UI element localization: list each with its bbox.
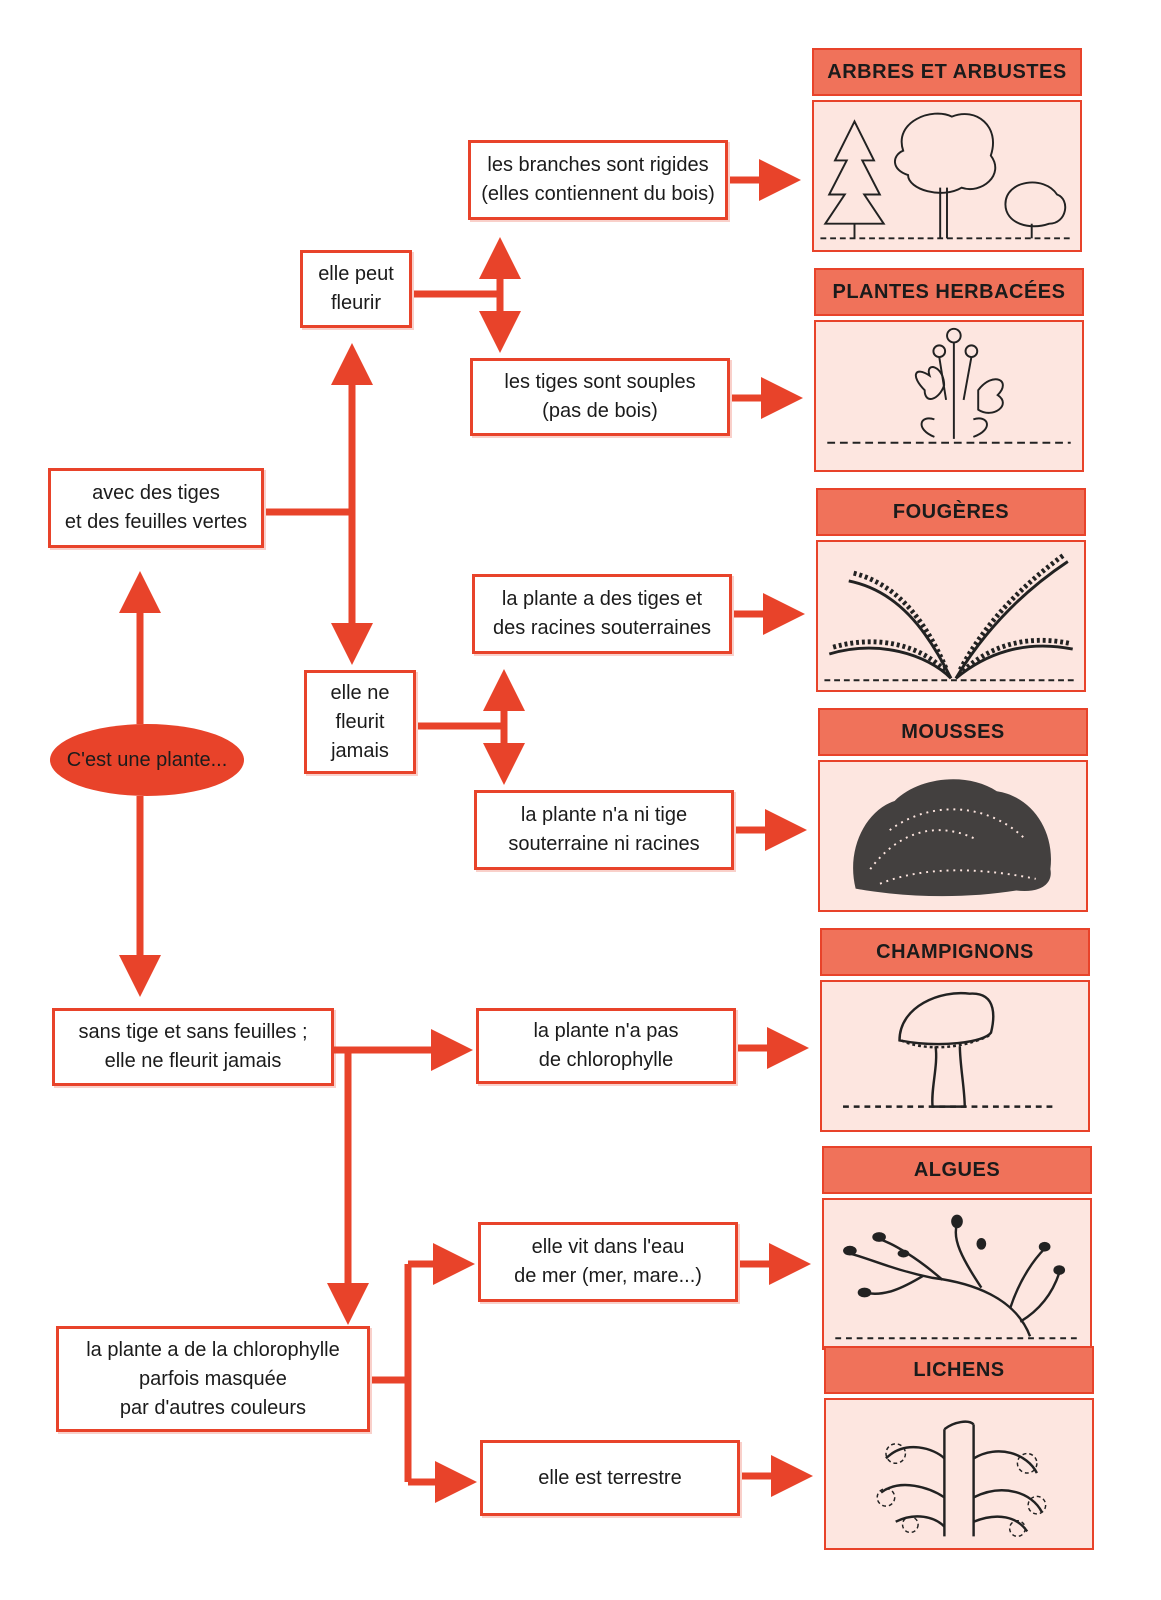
criterion-lives-in-water-label: elle vit dans l'eau de mer (mer, mare...… [514, 1236, 702, 1287]
category-algae-title: ALGUES [822, 1146, 1092, 1194]
category-fungi-title: CHAMPIGNONS [820, 928, 1090, 976]
herb-icon [827, 327, 1071, 444]
category-algae-panel [822, 1198, 1092, 1350]
category-trees: ARBRES ET ARBUSTES [812, 48, 1082, 252]
algae-icon [835, 1214, 1079, 1340]
node-chlorophyll: la plante a de la chlorophylle parfois m… [56, 1326, 370, 1432]
category-trees-title: ARBRES ET ARBUSTES [812, 48, 1082, 96]
category-lichens: LICHENS [824, 1346, 1094, 1550]
node-never-flowers-label: elle ne fleurit jamais [330, 681, 390, 762]
category-mosses-panel [818, 760, 1088, 912]
category-ferns: FOUGÈRES [816, 488, 1086, 692]
criterion-terrestrial: elle est terrestre [480, 1440, 740, 1516]
root-node: C'est une plante... [50, 724, 244, 796]
criterion-no-roots: la plante n'a ni tige souterraine ni rac… [474, 790, 734, 870]
node-can-flower-label: elle peut fleurir [318, 263, 394, 314]
node-no-stem-label: sans tige et sans feuilles ; elle ne fle… [78, 1021, 308, 1072]
category-herbs-title: PLANTES HERBACÉES [814, 268, 1084, 316]
category-mosses-title: MOUSSES [818, 708, 1088, 756]
node-green-stems-label: avec des tiges et des feuilles vertes [64, 482, 248, 533]
category-trees-panel [812, 100, 1082, 252]
node-green-stems: avec des tiges et des feuilles vertes [48, 468, 264, 548]
root-label: C'est une plante... [66, 748, 228, 771]
node-chlorophyll-label: la plante a de la chlorophylle parfois m… [86, 1338, 340, 1419]
node-no-stem: sans tige et sans feuilles ; elle ne fle… [52, 1008, 334, 1086]
criterion-no-chlorophyll: la plante n'a pas de chlorophylle [476, 1008, 736, 1084]
category-fungi: CHAMPIGNONS [820, 928, 1090, 1132]
lichen-icon [876, 1420, 1047, 1538]
criterion-underground-roots-label: la plante a des tiges et des racines sou… [493, 588, 711, 639]
category-mosses: MOUSSES [818, 708, 1088, 912]
category-herbs: PLANTES HERBACÉES [814, 268, 1084, 472]
criterion-terrestrial-label: elle est terrestre [538, 1466, 682, 1489]
moss-icon [853, 779, 1051, 897]
criterion-no-chlorophyll-label: la plante n'a pas de chlorophylle [533, 1020, 679, 1071]
category-lichens-panel [824, 1398, 1094, 1550]
criterion-no-roots-label: la plante n'a ni tige souterraine ni rac… [508, 804, 700, 855]
category-lichens-title: LICHENS [824, 1346, 1094, 1394]
criterion-lives-in-water: elle vit dans l'eau de mer (mer, mare...… [478, 1222, 738, 1302]
category-herbs-panel [814, 320, 1084, 472]
category-ferns-title: FOUGÈRES [816, 488, 1086, 536]
criterion-supple-stems-label: les tiges sont souples (pas de bois) [504, 371, 696, 422]
criterion-rigid-branches-label: les branches sont rigides (elles contien… [481, 154, 715, 205]
category-fungi-panel [820, 980, 1090, 1132]
node-never-flowers: elle ne fleurit jamais [304, 670, 416, 774]
criterion-supple-stems: les tiges sont souples (pas de bois) [470, 358, 730, 436]
tree-icon [820, 112, 1074, 240]
category-ferns-panel [816, 540, 1086, 692]
node-can-flower: elle peut fleurir [300, 250, 412, 328]
criterion-rigid-branches: les branches sont rigides (elles contien… [468, 140, 728, 220]
category-algae: ALGUES [822, 1146, 1092, 1350]
fern-icon [824, 553, 1078, 682]
criterion-underground-roots: la plante a des tiges et des racines sou… [472, 574, 732, 654]
mushroom-icon [843, 991, 1058, 1108]
